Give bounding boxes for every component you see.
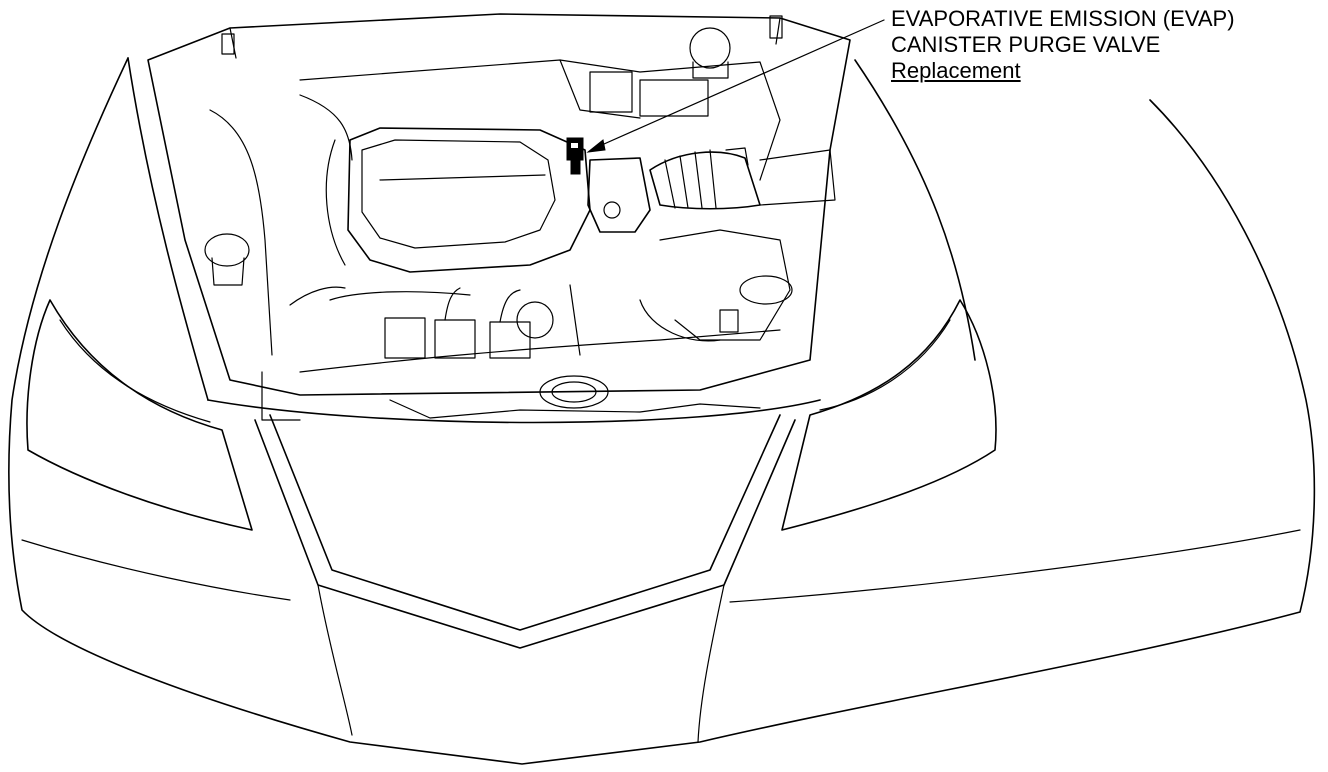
evap-purge-valve	[566, 137, 584, 175]
engine-cover	[325, 127, 591, 273]
headlight-right	[781, 299, 997, 531]
throttle-body-and-intake	[587, 147, 836, 233]
lower-engine-components	[289, 229, 793, 359]
raised-hood	[147, 13, 851, 396]
callout-line-2: CANISTER PURGE VALVE	[891, 32, 1161, 57]
callout-line-1: EVAPORATIVE EMISSION (EVAP)	[891, 6, 1235, 31]
engine-bay-panels	[204, 27, 781, 421]
replacement-link[interactable]: Replacement	[891, 58, 1021, 83]
headlight-left	[26, 299, 253, 531]
callout-label: EVAPORATIVE EMISSION (EVAP) CANISTER PUR…	[891, 6, 1321, 84]
callout-leader-line	[586, 19, 885, 153]
car-body-outline	[8, 57, 1316, 765]
